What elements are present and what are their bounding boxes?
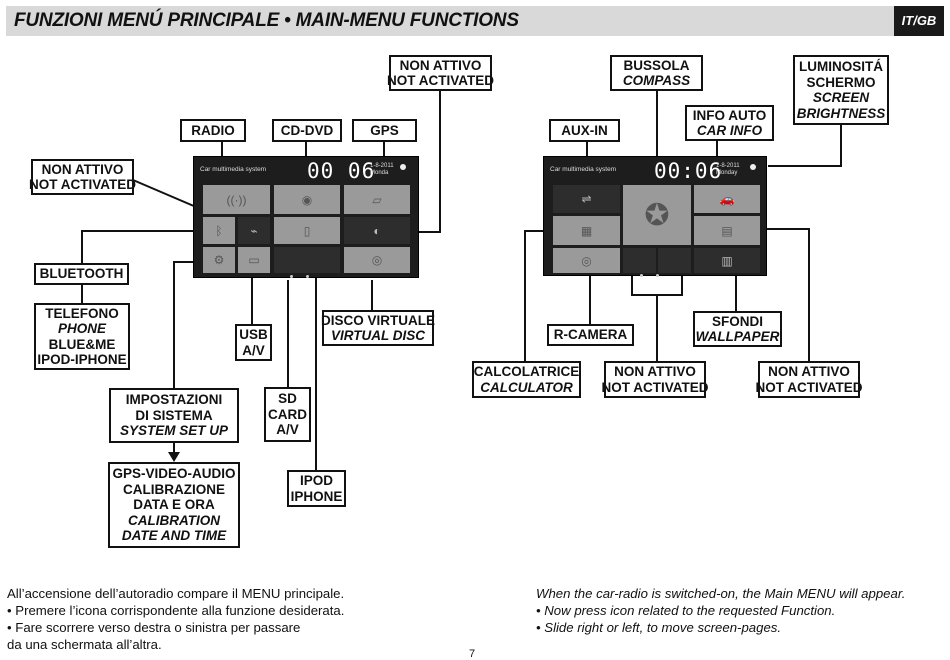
clock: 00:06 [654, 159, 723, 183]
page-indicator [656, 274, 659, 277]
cd-dvd-tile[interactable]: ◉ [274, 185, 340, 214]
r-camera-tile[interactable]: ◎ [553, 248, 620, 273]
page-title: FUNZIONI MENÚ PRINCIPALE • MAIN-MENU FUN… [14, 10, 519, 31]
label-r-camera: R-CAMERA [547, 324, 634, 346]
sd-card-tile[interactable]: ▭ [238, 247, 270, 273]
aux-in-tile[interactable]: ⇌ [553, 185, 620, 213]
page-header: FUNZIONI MENÚ PRINCIPALE • MAIN-MENU FUN… [6, 6, 944, 36]
footer-italian: All’accensione dell’autoradio compare il… [7, 586, 345, 652]
label-aux-in: AUX-IN [549, 119, 620, 142]
language-badge: IT/GB [894, 6, 944, 36]
screen-title: Car multimedia system [550, 166, 617, 173]
compass-tile[interactable]: ✪ [623, 185, 691, 245]
wallpaper-tile[interactable]: ▤ [694, 216, 760, 245]
screen-title: Car multimedia system [200, 166, 267, 173]
virtual-disc-tile[interactable]: ◎ [344, 247, 410, 273]
page-number: 7 [469, 648, 476, 660]
calculator-tile[interactable]: ▦ [553, 216, 620, 245]
inactive-tile [623, 248, 656, 273]
inactive-tile: ◐ [344, 217, 410, 244]
page-indicator [640, 274, 643, 277]
radio-tile[interactable]: ((·)) [203, 185, 270, 214]
status-dot [400, 164, 406, 170]
brightness-tile[interactable]: ▥ [694, 248, 760, 273]
gps-tile[interactable]: ▱ [344, 185, 410, 214]
usb-tile[interactable]: ⌁ [238, 217, 270, 244]
label-telefono: TELEFONO PHONE BLUE&ME IPOD-IPHONE [34, 303, 130, 370]
label-system-setup: IMPOSTAZIONI DI SISTEMA SYSTEM SET UP [109, 388, 239, 443]
empty-tile [274, 247, 340, 273]
car-info-tile[interactable]: 🚗 [694, 185, 760, 213]
page-indicator [290, 275, 293, 278]
page-indicator [306, 275, 309, 278]
footer-english: When the car-radio is switched-on, the M… [536, 586, 906, 635]
label-brightness: LUMINOSITÁ SCHERMO SCREEN BRIGHTNESS [793, 55, 889, 125]
clock: 00 06 [307, 159, 376, 183]
label-sd-card: SD CARD A/V [264, 387, 311, 442]
settings-tile[interactable]: ⚙ [203, 247, 235, 273]
label-calibration: GPS-VIDEO-AUDIO CALIBRAZIONE DATA E ORA … [108, 462, 240, 548]
label-gps: GPS [352, 119, 417, 142]
bluetooth-tile[interactable]: ᛒ [203, 217, 235, 244]
label-bluetooth: BLUETOOTH [34, 263, 129, 285]
label-cd-dvd: CD-DVD [272, 119, 342, 142]
label-radio: RADIO [180, 119, 246, 142]
ipod-tile[interactable]: ▯ [274, 217, 340, 244]
status-dot [750, 164, 756, 170]
inactive-tile [658, 248, 691, 273]
